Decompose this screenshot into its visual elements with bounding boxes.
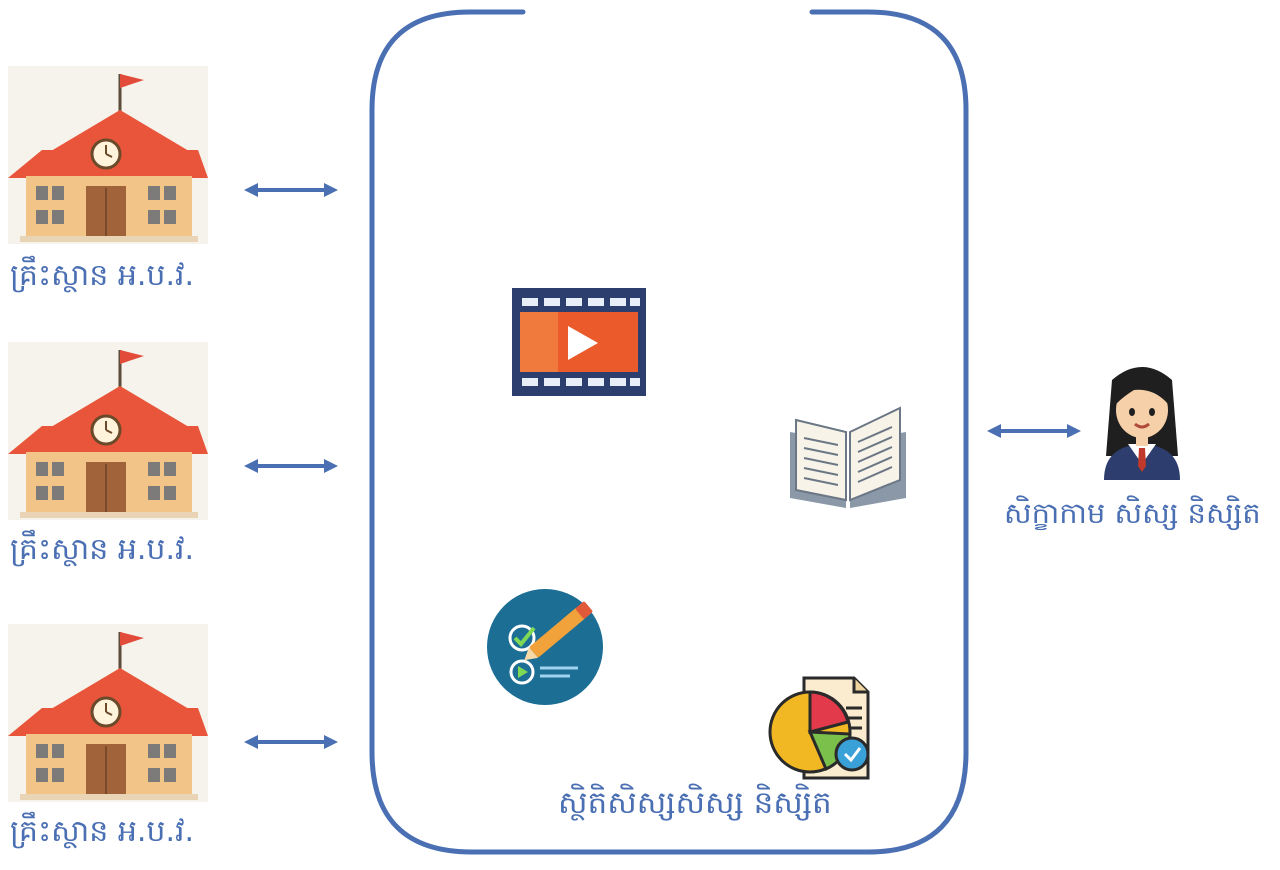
- open-book-icon: [790, 406, 906, 508]
- stats-label: ស្ថិតិសិស្សសិស្ស និស្សិត: [558, 785, 832, 821]
- institution-label: គ្រឹះស្ថាន អ.ប.វ.: [10, 532, 195, 567]
- video-player-icon: [512, 288, 646, 396]
- learner-label: សិក្ខាកាម សិស្ស និស្សិត: [1004, 496, 1261, 530]
- report-chart-icon: [768, 676, 870, 780]
- institution-label: គ្រឹះស្ថាន អ.ប.វ.: [10, 258, 195, 293]
- institution-label: គ្រឹះស្ថាន អ.ប.វ.: [10, 814, 195, 849]
- double-arrow-icon: [243, 733, 339, 751]
- double-arrow-icon: [243, 457, 339, 475]
- school-icon: [8, 624, 208, 802]
- checklist-icon: [487, 589, 603, 705]
- double-arrow-icon: [243, 181, 339, 199]
- double-arrow-icon: [985, 422, 1083, 440]
- student-icon: [1104, 367, 1180, 480]
- school-icon: [8, 66, 208, 244]
- school-icon: [8, 342, 208, 520]
